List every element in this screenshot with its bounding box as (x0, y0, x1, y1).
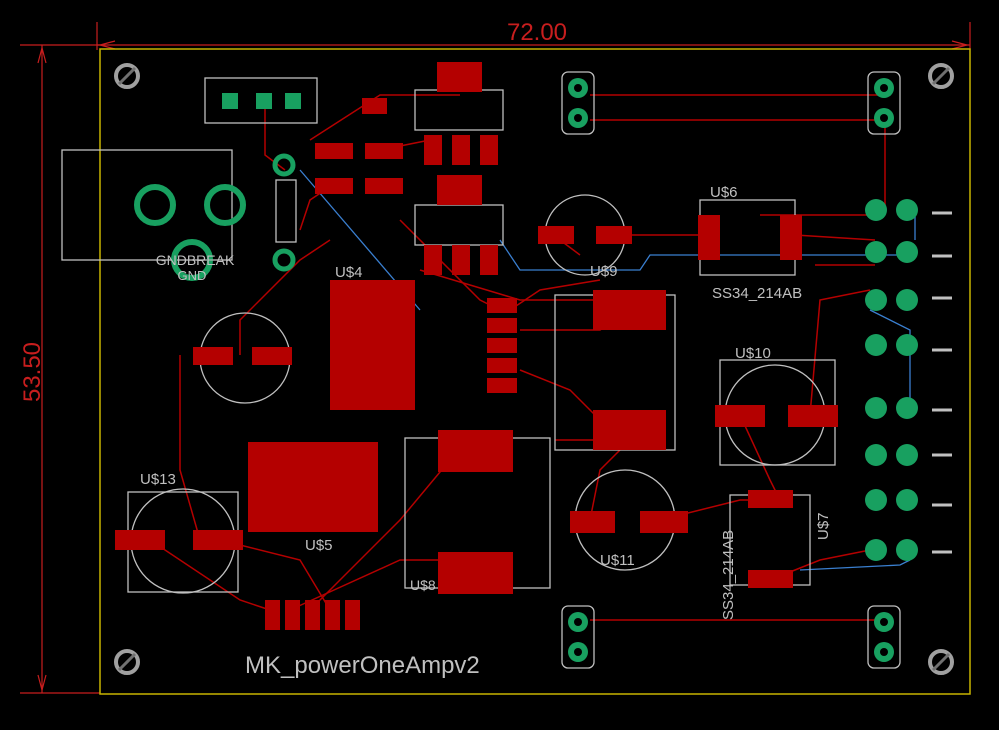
board-name-label: MK_powerOneAmpv2 (245, 652, 480, 679)
u-small-label: U$8 (410, 577, 436, 593)
smd-pads (115, 62, 838, 630)
width-dimension: 72.00 (507, 19, 567, 46)
terminal-block (134, 184, 246, 281)
silkscreen-outlines (61, 77, 836, 594)
mounting-holes (114, 63, 954, 675)
gnd-label: GND (178, 268, 207, 283)
three-pin-header (222, 93, 301, 109)
u9-label: U$9 (590, 263, 618, 280)
dimension-lines (20, 22, 971, 694)
u5-label: U$5 (305, 537, 333, 554)
u11-label: U$11 (600, 552, 635, 569)
u6-label: U$6 (710, 184, 738, 201)
u7-label: U$7 (815, 512, 832, 540)
board-outline (99, 48, 971, 695)
u4-label: U$4 (335, 264, 363, 281)
u10-label: U$10 (735, 345, 771, 362)
header-pins (568, 78, 918, 662)
ss34-label-b: SS34_214AB (720, 530, 737, 620)
u13-label: U$13 (140, 471, 176, 488)
copper-traces (149, 94, 886, 621)
ss34-label-a: SS34_214AB (712, 285, 802, 302)
height-dimension: 53.50 (19, 342, 46, 402)
gndbreak-label: GNDBREAK (156, 252, 235, 268)
